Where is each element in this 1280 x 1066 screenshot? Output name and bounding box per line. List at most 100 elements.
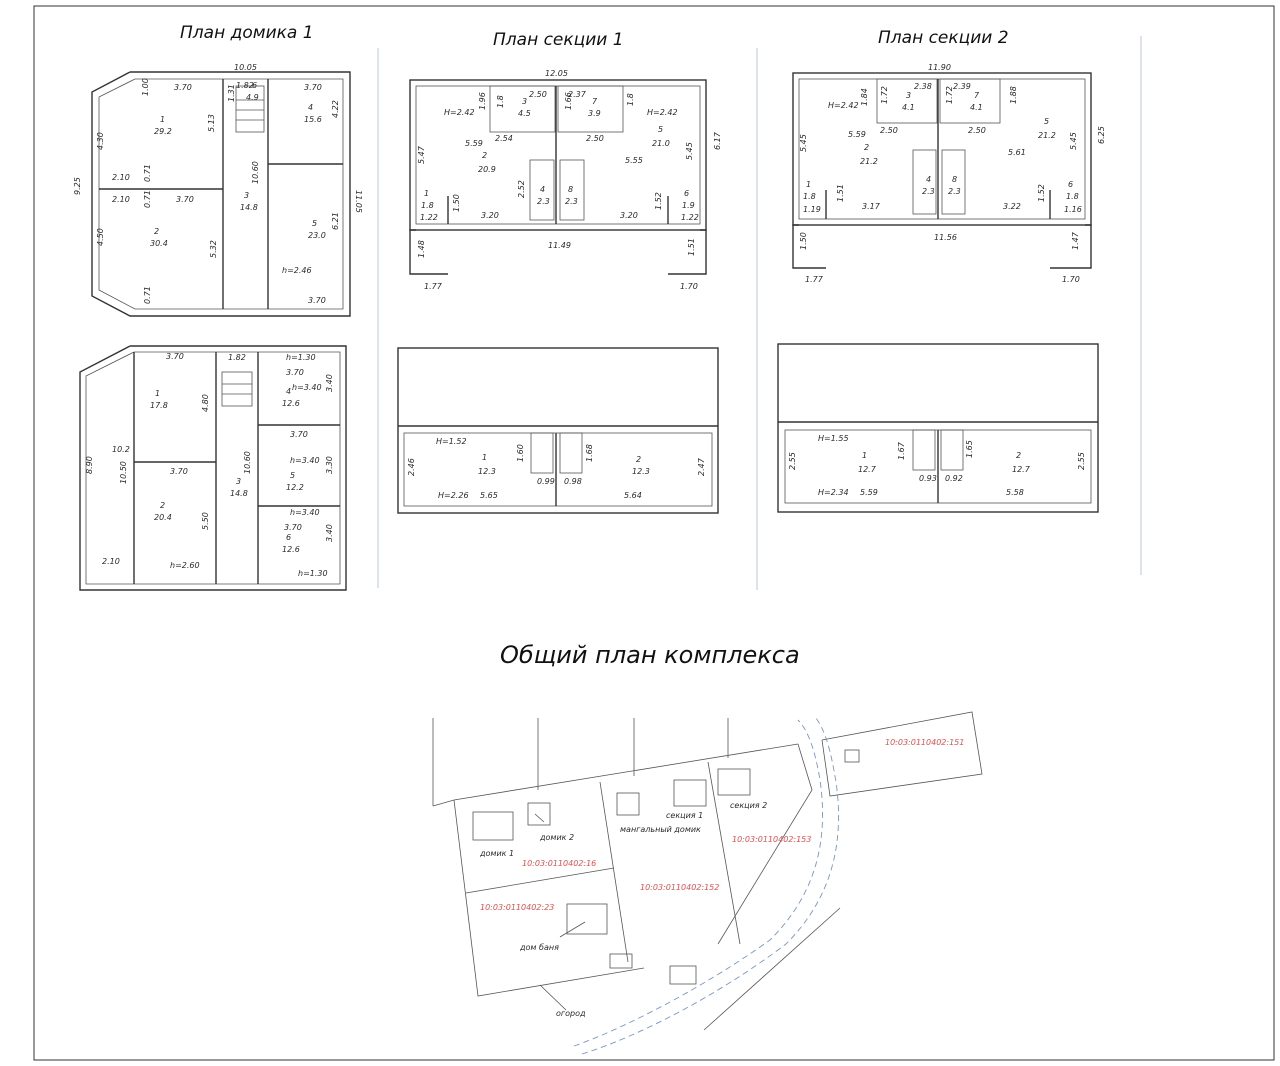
room-area: 14.8: [240, 203, 258, 212]
room-width: 3.70: [290, 430, 308, 439]
dim-label: 2.47: [697, 457, 706, 476]
room-width: 3.70: [170, 467, 188, 476]
height-label: h=3.40: [292, 383, 322, 392]
room-number: 6: [684, 189, 689, 198]
room-number: 6: [1068, 180, 1073, 189]
room-area: 14.8: [230, 489, 248, 498]
parcel-number: 10:03:0110402:153: [732, 835, 811, 844]
dim-label: 11.05: [354, 190, 363, 213]
dim-label: 1.16: [1064, 205, 1082, 214]
room-number: 2: [864, 143, 869, 152]
room-width: 3.70: [304, 83, 322, 92]
dim-label: 1.51: [836, 184, 845, 202]
room-number: 2: [160, 501, 165, 510]
dim-label: 10.50: [119, 461, 128, 484]
dim-label: 0.71: [143, 190, 152, 208]
room-area: 12.7: [858, 465, 877, 474]
room-number: 6: [252, 81, 257, 90]
room-area: 15.6: [304, 115, 322, 124]
dim-label: 12.05: [545, 69, 568, 78]
title-section2: План секции 2: [878, 28, 1009, 48]
dim-label: 5.50: [201, 512, 210, 530]
dim-label: 6.17: [713, 131, 722, 150]
room-area: 17.8: [150, 401, 168, 410]
dim-label: 10.60: [243, 451, 252, 474]
dim-label: 1.52: [1037, 184, 1046, 202]
room-area: 12.3: [632, 467, 650, 476]
room-width: 3.70: [308, 296, 326, 305]
dim-label: 1.47: [1071, 231, 1080, 250]
height-label: H=1.52: [436, 437, 467, 446]
dim-label: 1.65: [965, 440, 974, 458]
dim-label: 3.40: [325, 374, 334, 392]
room-number: 1: [862, 451, 867, 460]
height-label: H=2.42: [444, 108, 475, 117]
dim-label: 1.96: [478, 92, 487, 110]
section2-floor1-plan: 11.90 6.25 11.56 1.77 1.70 5.45 5.45 1.5…: [792, 63, 1106, 284]
dim-label: 5.13: [207, 114, 216, 132]
room-area: 3.9: [588, 109, 601, 118]
room-area: 21.2: [1038, 131, 1056, 140]
room-area: 20.9: [478, 165, 496, 174]
building-label: домик 2: [539, 833, 574, 842]
dim-label: 11.90: [928, 63, 951, 72]
title-complex: Общий план комплекса: [500, 641, 800, 669]
room-number: 3: [244, 191, 249, 200]
dim-label: 0.71: [143, 286, 152, 304]
dim-label: 1.50: [452, 194, 461, 212]
dim-label: 0.98: [564, 477, 582, 486]
dim-label: 1.77: [805, 275, 824, 284]
house1-floor2-plan: 8.90 10.2 10.50 4.80 5.50 10.60 1.82 3.4…: [79, 345, 347, 591]
room-area: 1.8: [1066, 192, 1079, 201]
room-width: 3.70: [174, 83, 192, 92]
dim-label: 5.58: [1006, 488, 1024, 497]
room-area: 12.6: [282, 399, 300, 408]
height-label: h=3.40: [290, 456, 320, 465]
dim-label: 3.20: [620, 211, 638, 220]
room-area: 29.2: [154, 127, 172, 136]
dim-label: 0.99: [537, 477, 555, 486]
dim-label: 1.22: [420, 213, 438, 222]
parcel-number: 10:03:0110402:151: [885, 738, 964, 747]
dim-label: 4.30: [96, 132, 105, 150]
room-area: 1.8: [803, 192, 816, 201]
building-label: дом баня: [519, 943, 559, 952]
section2-floor2-plan: H=1.55 2.55 1.67 0.93 1.65 0.92 2.55 H=2…: [777, 343, 1099, 513]
room-number: 5: [1044, 117, 1049, 126]
dim-label: 1.50: [799, 232, 808, 250]
dim-label: 10.05: [234, 63, 257, 72]
dim-label: 1.8: [626, 93, 635, 106]
room-area: 4.9: [246, 93, 259, 102]
dim-label: 2.50: [968, 126, 986, 135]
dim-label: 1.51: [687, 238, 696, 256]
room-area: 2.3: [948, 187, 961, 196]
room-number: 2: [1016, 451, 1021, 460]
dim-label: 1.88: [1009, 86, 1018, 104]
dim-label: 0.93: [919, 474, 937, 483]
dim-label: 1.60: [516, 444, 525, 462]
height-label: H=2.42: [828, 101, 859, 110]
height-label: h=2.60: [170, 561, 200, 570]
room-area: 1.9: [682, 201, 695, 210]
room-number: 4: [286, 387, 291, 396]
dim-label: 2.37: [568, 90, 587, 99]
dim-label: 2.38: [914, 82, 932, 91]
room-number: 3: [236, 477, 241, 486]
dim-label: 4.22: [331, 100, 340, 118]
dim-label: 3.30: [325, 456, 334, 474]
room-width: 3.70: [284, 523, 302, 532]
room-number: 5: [658, 125, 663, 134]
dim-label: 1.72: [945, 86, 954, 104]
room-width: 3.70: [286, 368, 304, 377]
room-area: 21.0: [652, 139, 670, 148]
dim-label: 1.84: [860, 88, 869, 106]
dim-label: 5.59: [860, 488, 878, 497]
dim-label: 10.2: [112, 445, 130, 454]
dim-label: 5.59: [848, 130, 866, 139]
house1-floor1-plan: 10.05 9.25 11.05 1.82 6.21 5.13 5.32 10.…: [73, 63, 363, 317]
room-area: 2.3: [537, 197, 550, 206]
building-label: огород: [556, 1009, 586, 1018]
dim-label: 2.50: [586, 134, 604, 143]
height-label: H=1.55: [818, 434, 849, 443]
height-label: h=1.30: [286, 353, 316, 362]
